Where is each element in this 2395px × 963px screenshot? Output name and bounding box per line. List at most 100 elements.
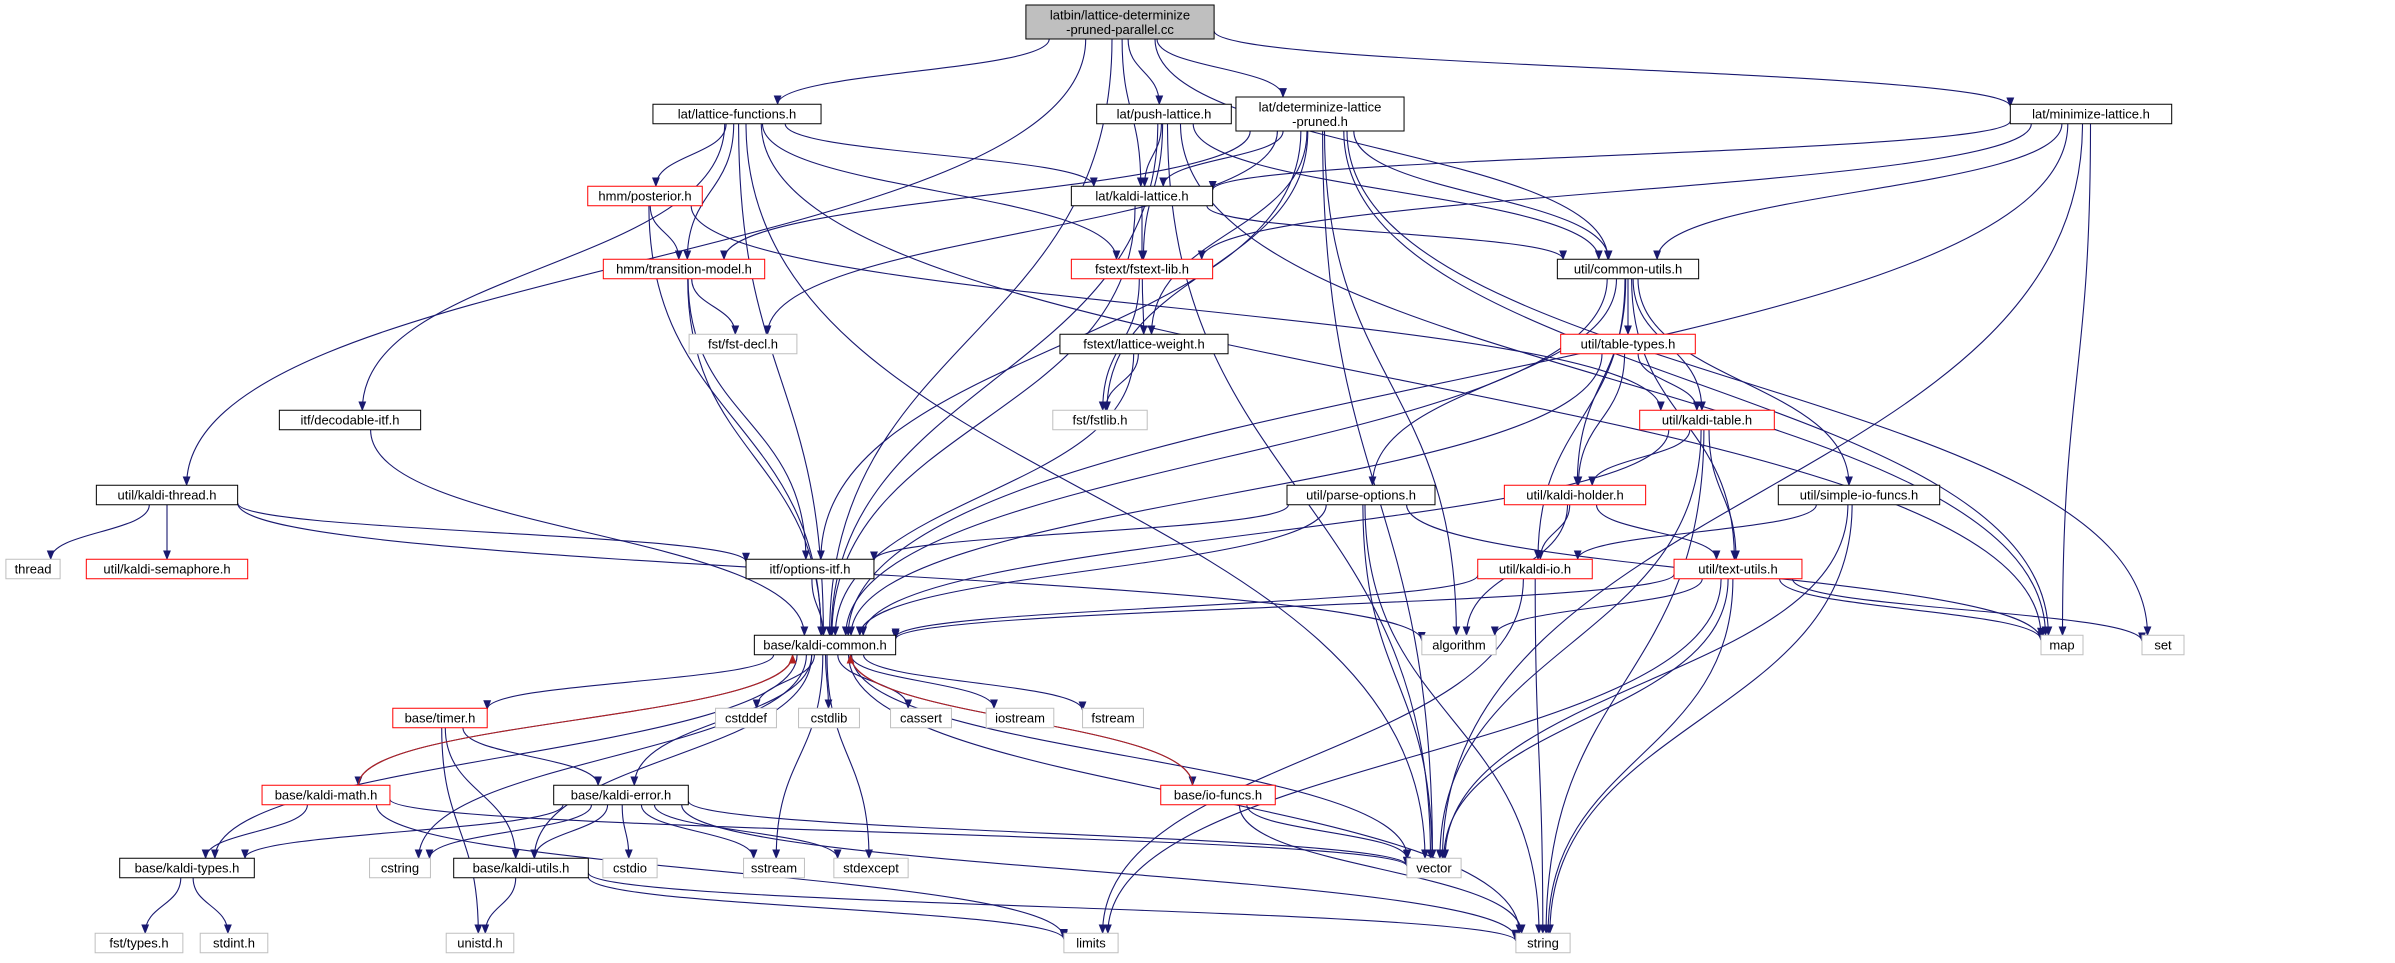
node-io-funcs[interactable]: base/io-funcs.h [1160, 784, 1276, 806]
edge-determinize-lattice-to-lattice-weight [1147, 130, 1308, 336]
node-thread: thread [5, 558, 61, 580]
node-decodable-itf[interactable]: itf/decodable-itf.h [278, 409, 422, 431]
node-kaldi-table[interactable]: util/kaldi-table.h [1639, 409, 1775, 431]
node-label: fstream [1091, 711, 1134, 726]
node-label: stdexcept [843, 861, 899, 876]
node-label: hmm/posterior.h [598, 189, 691, 204]
node-kaldi-utils[interactable]: base/kaldi-utils.h [453, 857, 589, 879]
edge-kaldi-lattice-to-kaldi-common [827, 205, 1136, 637]
node-hmm-posterior[interactable]: hmm/posterior.h [587, 185, 703, 207]
node-box [602, 258, 766, 280]
node-label: limits [1076, 936, 1106, 951]
node-box [445, 932, 515, 954]
node-parse-options[interactable]: util/parse-options.h [1286, 484, 1436, 506]
edge-kaldi-common-to-stdexcept [826, 654, 873, 860]
edge-simple-io-to-kaldi-io [1573, 504, 1817, 561]
edge-hmm-posterior-to-kaldi-table [690, 205, 1665, 412]
edge-kaldi-common-to-kaldi-utils [530, 654, 813, 860]
node-label: lat/determinize-lattice [1259, 99, 1382, 114]
node-kaldi-error[interactable]: base/kaldi-error.h [553, 784, 689, 806]
edge-root-to-minimize-lattice [1213, 30, 2015, 108]
node-simple-io[interactable]: util/simple-io-funcs.h [1777, 484, 1941, 506]
edge-kaldi-error-to-cstdio [621, 804, 633, 860]
edge-minimize-lattice-to-kaldi-lattice [1208, 120, 2011, 191]
node-box [199, 932, 269, 954]
node-table-types[interactable]: util/table-types.h [1560, 333, 1696, 355]
node-fstext-lib[interactable]: fstext/fstext-lib.h [1070, 258, 1214, 280]
node-root[interactable]: latbin/lattice-determinize-pruned-parall… [1025, 4, 1215, 40]
node-box [743, 857, 805, 879]
node-label: util/common-utils.h [1574, 262, 1682, 277]
node-vector: vector [1406, 857, 1462, 879]
node-label: algorithm [1432, 638, 1485, 653]
edge-determinize-lattice-to-common-utils [1353, 130, 1613, 261]
edge-kaldi-common-to-vector [851, 654, 1412, 860]
edge-lat-functions-to-kaldi-common [738, 123, 828, 637]
node-box [278, 409, 422, 431]
node-kaldi-math[interactable]: base/kaldi-math.h [261, 784, 391, 806]
edge-kaldi-thread-to-thread [46, 504, 150, 561]
node-box [1777, 484, 1941, 506]
node-box [1235, 96, 1405, 132]
edge-kaldi-error-to-sstream [640, 804, 758, 860]
edge-io-funcs-to-vector [1246, 804, 1411, 860]
edge-simple-io-to-vector [1441, 504, 1849, 860]
edge-root-to-lat-functions [773, 38, 1050, 106]
node-box [1096, 103, 1232, 125]
node-minimize-lattice[interactable]: lat/minimize-lattice.h [2009, 103, 2173, 125]
edge-hmm-posterior-to-kaldi-common [648, 205, 826, 637]
node-label: unistd.h [457, 936, 503, 951]
node-layer: latbin/lattice-determinize-pruned-parall… [5, 4, 2185, 954]
node-label: base/timer.h [405, 711, 476, 726]
edge-parse-options-to-options-itf [870, 504, 1289, 562]
edge-kaldi-math-to-kaldi-types [201, 804, 308, 860]
node-label: util/table-types.h [1581, 337, 1676, 352]
node-kaldi-lattice[interactable]: lat/kaldi-lattice.h [1070, 185, 1214, 207]
node-hmm-transition[interactable]: hmm/transition-model.h [602, 258, 766, 280]
node-box [652, 103, 822, 125]
edge-kaldi-common-to-cstdlib [824, 654, 833, 710]
node-kaldi-holder[interactable]: util/kaldi-holder.h [1503, 484, 1647, 506]
edge-kaldi-holder-to-kaldi-io [1536, 504, 1571, 561]
node-unistd: unistd.h [445, 932, 515, 954]
node-box [1673, 558, 1803, 580]
node-box [261, 784, 391, 806]
edge-kaldi-common-to-fstream [862, 654, 1087, 712]
edge-kaldi-table-to-text-utils [1708, 429, 1740, 561]
node-fstream: fstream [1082, 707, 1144, 729]
node-cstdio: cstdio [602, 857, 658, 879]
node-label: fst/types.h [109, 936, 168, 951]
edge-minimize-lattice-to-common-utils [1653, 123, 2063, 261]
node-lattice-weight[interactable]: fstext/lattice-weight.h [1059, 333, 1229, 355]
node-kaldi-types[interactable]: base/kaldi-types.h [119, 857, 255, 879]
edge-minimize-lattice-to-kaldi-common [844, 123, 2069, 637]
node-box [1070, 258, 1214, 280]
edge-layer [46, 30, 2152, 942]
node-push-lattice[interactable]: lat/push-lattice.h [1096, 103, 1232, 125]
node-determinize-lattice[interactable]: lat/determinize-lattice-pruned.h [1235, 96, 1405, 132]
node-cassert: cassert [890, 707, 952, 729]
node-box [753, 634, 897, 656]
node-common-utils[interactable]: util/common-utils.h [1556, 258, 1700, 280]
node-label: base/kaldi-types.h [135, 861, 240, 876]
node-base-timer[interactable]: base/timer.h [392, 707, 488, 729]
node-kaldi-io[interactable]: util/kaldi-io.h [1477, 558, 1593, 580]
edge-text-utils-to-set [1791, 578, 2146, 643]
node-box [95, 484, 239, 506]
edge-base-timer-to-kaldi-utils [444, 727, 520, 860]
node-box [2009, 103, 2173, 125]
edge-text-utils-to-limits [1103, 578, 1722, 935]
edge-kaldi-error-to-string [681, 804, 1520, 940]
node-lat-functions[interactable]: lat/lattice-functions.h [652, 103, 822, 125]
node-kaldi-semaphore[interactable]: util/kaldi-semaphore.h [85, 558, 249, 580]
node-box [1063, 932, 1119, 954]
node-options-itf[interactable]: itf/options-itf.h [745, 558, 875, 580]
node-kaldi-common[interactable]: base/kaldi-common.h [753, 634, 897, 656]
node-box [1556, 258, 1700, 280]
node-label: base/kaldi-error.h [571, 788, 671, 803]
node-kaldi-thread[interactable]: util/kaldi-thread.h [95, 484, 239, 506]
node-text-utils[interactable]: util/text-utils.h [1673, 558, 1803, 580]
node-box [85, 558, 249, 580]
edge-text-utils-to-map [1779, 578, 2045, 642]
